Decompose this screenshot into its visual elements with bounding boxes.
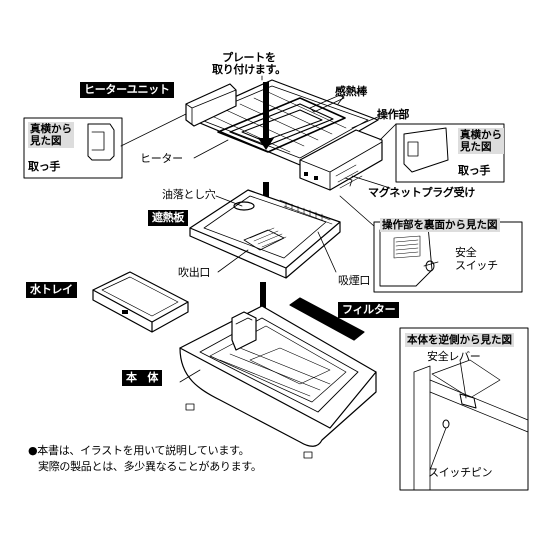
tag-heat-shield: 遮熱板 xyxy=(148,210,188,226)
label-magnet-plug: マグネットプラグ受け xyxy=(368,186,475,199)
heat-shield-drawing xyxy=(190,190,340,278)
label-switch-pin: スイッチピン xyxy=(428,466,492,479)
label-control-unit: 操作部 xyxy=(377,108,409,121)
tag-water-tray: 水トレイ xyxy=(26,282,77,298)
label-body-reverse-view: 本体を逆側から見た図 xyxy=(405,333,514,347)
note-line-2: 実際の製品とは、多少異なることがあります。 xyxy=(38,460,262,474)
water-tray-drawing xyxy=(93,272,188,332)
label-handle-left: 取っ手 xyxy=(28,160,60,173)
label-side-view-left: 真横から 見た図 xyxy=(28,122,74,148)
tag-filter: フィルター xyxy=(338,302,399,318)
inset-control-back xyxy=(374,222,522,292)
tag-heater-unit: ヒーターユニット xyxy=(80,82,174,98)
label-safety-switch: 安全 スイッチ xyxy=(455,246,498,272)
label-heater: ヒーター xyxy=(140,152,183,165)
label-blow-outlet: 吹出口 xyxy=(178,266,210,279)
label-safety-lever: 安全レバー xyxy=(427,350,481,363)
label-handle-right: 取っ手 xyxy=(458,164,490,177)
control-unit-drawing xyxy=(300,130,382,190)
label-plate: プレートを 取り付けます。 xyxy=(212,52,286,76)
label-oil-hole: 油落とし穴 xyxy=(162,188,216,201)
label-control-back-view: 操作部を裏面から見た図 xyxy=(380,218,500,232)
label-sensor-rod: 感熱棒 xyxy=(335,85,367,98)
note-line-1: ●本書は、イラストを用いて説明しています。 xyxy=(28,444,249,458)
label-intake: 吸煙口 xyxy=(338,274,370,287)
tag-body: 本 体 xyxy=(122,370,162,386)
label-side-view-right: 真横から 見た図 xyxy=(458,128,504,154)
